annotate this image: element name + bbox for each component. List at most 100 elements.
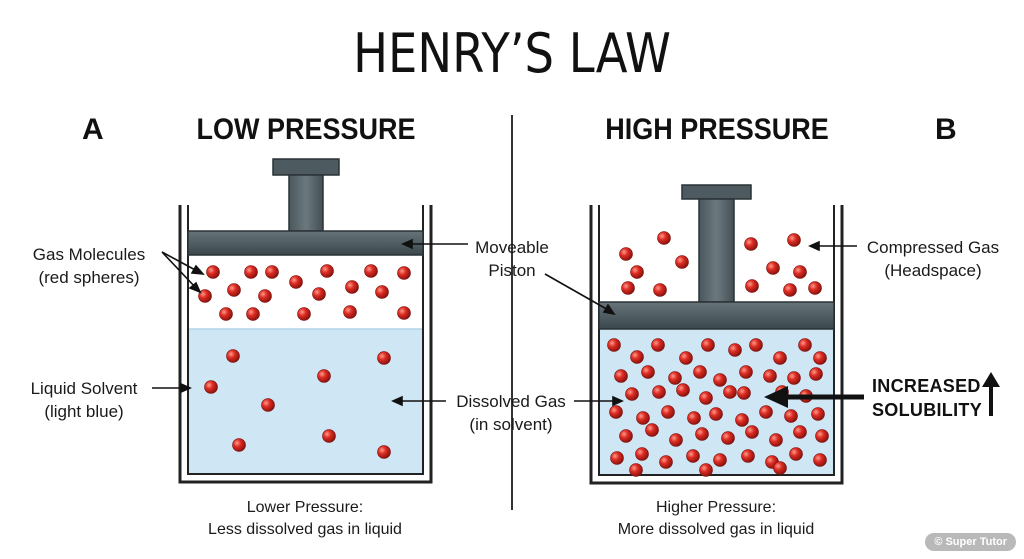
left-piston-rod xyxy=(288,174,324,232)
gas-molecule xyxy=(787,371,801,385)
gas-molecule xyxy=(745,279,759,293)
gas-molecule xyxy=(621,281,635,295)
panel-a-heading: LOW PRESSURE xyxy=(196,113,416,146)
gas-molecule xyxy=(813,453,827,467)
gas-molecule xyxy=(728,343,742,357)
panel-a-caption-line2: Less dissolved gas in liquid xyxy=(208,521,402,538)
gas-molecule xyxy=(809,367,823,381)
gas-molecule xyxy=(741,449,755,463)
gas-molecule xyxy=(679,351,693,365)
gas-molecule xyxy=(645,423,659,437)
gas-molecules-label-line2: (red spheres) xyxy=(38,268,140,287)
right-piston-rod xyxy=(698,198,735,303)
gas-molecule xyxy=(737,386,751,400)
left-piston-plate xyxy=(187,230,424,256)
gas-molecule xyxy=(676,383,690,397)
panel-b-caption: Higher Pressure: More dissolved gas in l… xyxy=(546,497,886,541)
dissolved-gas-label-line1: Dissolved Gas xyxy=(456,392,566,411)
gas-molecule xyxy=(614,369,628,383)
gas-molecule xyxy=(687,411,701,425)
gas-molecule xyxy=(759,405,773,419)
gas-molecule xyxy=(652,385,666,399)
moveable-piston-label: Moveable Piston xyxy=(452,236,572,282)
gas-molecule xyxy=(815,429,829,443)
gas-molecule xyxy=(787,233,801,247)
gas-molecule xyxy=(657,231,671,245)
gas-molecule xyxy=(232,438,246,452)
gas-molecule xyxy=(244,265,258,279)
dissolved-gas-label-line2: (in solvent) xyxy=(469,415,553,434)
gas-molecule xyxy=(661,405,675,419)
right-piston-plate xyxy=(598,301,835,330)
gas-molecule xyxy=(695,427,709,441)
gas-molecule xyxy=(226,349,240,363)
panel-b-letter: B xyxy=(935,113,957,146)
gas-molecule xyxy=(258,289,272,303)
gas-molecule xyxy=(739,365,753,379)
gas-molecules-label-line1: Gas Molecules xyxy=(32,245,146,264)
gas-molecule xyxy=(629,463,643,477)
gas-molecule xyxy=(397,306,411,320)
gas-molecule xyxy=(653,283,667,297)
gas-molecule xyxy=(723,385,737,399)
gas-molecule xyxy=(783,283,797,297)
dissolved-gas-label: Dissolved Gas (in solvent) xyxy=(445,390,577,436)
gas-molecule xyxy=(204,380,218,394)
gas-molecule xyxy=(265,265,279,279)
gas-molecule xyxy=(636,411,650,425)
panel-a-caption: Lower Pressure: Less dissolved gas in li… xyxy=(135,497,475,541)
gas-molecule xyxy=(651,338,665,352)
compressed-gas-label: Compressed Gas (Headspace) xyxy=(858,236,1008,282)
right-piston-cap xyxy=(681,184,752,200)
panel-b-caption-line1: Higher Pressure: xyxy=(655,499,777,516)
left-beaker-outer xyxy=(178,205,433,484)
gas-molecule xyxy=(773,351,787,365)
gas-molecule xyxy=(320,264,334,278)
left-piston-cap xyxy=(272,158,340,176)
gas-molecule xyxy=(625,387,639,401)
gas-molecule xyxy=(619,429,633,443)
gas-molecule xyxy=(635,447,649,461)
gas-molecules-label: Gas Molecules (red spheres) xyxy=(14,243,164,289)
increased-solubility-label: INCREASED SOLUBILITY xyxy=(872,374,982,422)
gas-molecule xyxy=(377,445,391,459)
gas-molecule xyxy=(798,338,812,352)
gas-molecule xyxy=(397,266,411,280)
gas-molecule xyxy=(668,371,682,385)
moveable-piston-label-line2: Piston xyxy=(488,261,536,280)
gas-molecule xyxy=(227,283,241,297)
gas-molecule xyxy=(246,307,260,321)
gas-molecule xyxy=(641,365,655,379)
gas-molecule xyxy=(793,265,807,279)
gas-molecule xyxy=(811,407,825,421)
gas-molecule xyxy=(669,433,683,447)
right-beaker-outer xyxy=(589,205,844,485)
gas-molecule xyxy=(744,237,758,251)
gas-molecule xyxy=(317,369,331,383)
liquid-solvent-label: Liquid Solvent (light blue) xyxy=(14,377,154,423)
gas-molecule xyxy=(784,409,798,423)
gas-molecule xyxy=(763,369,777,383)
gas-molecule xyxy=(766,261,780,275)
page-title: HENRY’S LAW xyxy=(353,22,671,85)
panel-a-caption-line1: Lower Pressure: xyxy=(246,499,364,516)
gas-molecule xyxy=(659,455,673,469)
gas-molecule xyxy=(607,338,621,352)
gas-molecules xyxy=(198,231,829,477)
gas-molecule xyxy=(322,429,336,443)
gas-molecule xyxy=(219,307,233,321)
gas-molecule xyxy=(261,398,275,412)
gas-molecule xyxy=(709,407,723,421)
gas-molecule xyxy=(701,338,715,352)
left-beaker-inner xyxy=(187,205,424,475)
gas-molecule xyxy=(693,365,707,379)
gas-molecule xyxy=(610,451,624,465)
liquid-solvent-label-line1: Liquid Solvent xyxy=(30,379,138,398)
moveable-piston-label-line1: Moveable xyxy=(475,238,549,257)
gas-molecule xyxy=(735,413,749,427)
gas-molecule xyxy=(749,338,763,352)
up-arrow-icon xyxy=(982,372,1000,416)
compressed-gas-label-line1: Compressed Gas xyxy=(866,238,1000,257)
gas-molecule xyxy=(375,285,389,299)
